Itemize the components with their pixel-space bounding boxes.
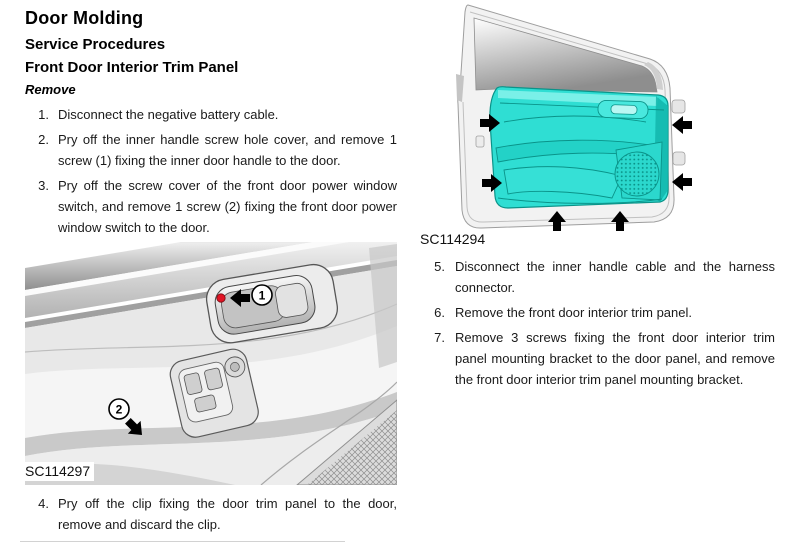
step-3-number: 3. xyxy=(38,178,49,193)
step-2-text: Pry off the inner handle screw hole cove… xyxy=(58,132,397,168)
trim-handle-bezel xyxy=(597,99,649,120)
trim-map-pocket xyxy=(503,166,623,199)
step-3: 3. Pry off the screw cover of the front … xyxy=(25,175,397,238)
trim-panel-highlight xyxy=(489,86,669,209)
step-1-text: Disconnect the negative battery cable. xyxy=(58,107,279,122)
callout-1-badge: 1 xyxy=(251,284,273,306)
step-1: 1. Disconnect the negative battery cable… xyxy=(25,104,397,125)
callout-2-badge: 2 xyxy=(108,398,130,420)
speaker-grille xyxy=(260,381,397,485)
step-5-number: 5. xyxy=(434,259,445,274)
step-6-text: Remove the front door interior trim pane… xyxy=(455,305,692,320)
procedure-heading: Remove xyxy=(25,82,76,97)
step-2: 2. Pry off the inner handle screw hole c… xyxy=(25,129,397,171)
page-title: Door Molding xyxy=(25,8,144,28)
page-bottom-divider xyxy=(20,541,345,542)
step-2-number: 2. xyxy=(38,132,49,147)
door-removal-illustration xyxy=(456,4,692,231)
figure-trim-panel-removal xyxy=(418,2,748,234)
step-5: 5. Disconnect the inner handle cable and… xyxy=(418,256,775,298)
figure-trim-panel-screws: 1 2 SC114297 xyxy=(25,242,397,485)
figure-caption: SC114294 xyxy=(420,230,490,249)
subsection-heading: Front Door Interior Trim Panel xyxy=(25,59,239,76)
screw-1-marker xyxy=(216,293,226,303)
step-7: 7. Remove 3 screws fixing the front door… xyxy=(418,327,775,390)
step-6-number: 6. xyxy=(434,305,445,320)
step-1-number: 1. xyxy=(38,107,49,122)
window-switch-cluster xyxy=(169,348,259,438)
step-4-text: Pry off the clip fixing the door trim pa… xyxy=(58,496,397,532)
step-7-number: 7. xyxy=(434,330,445,345)
left-column: Door Molding Service Procedures Front Do… xyxy=(25,8,397,539)
right-column: 5. Disconnect the inner handle cable and… xyxy=(418,256,775,394)
clip-arrow-right-upper-icon xyxy=(672,116,692,134)
step-3-text: Pry off the screw cover of the front doo… xyxy=(58,178,397,235)
svg-text:1: 1 xyxy=(259,289,266,303)
step-6: 6. Remove the front door interior trim p… xyxy=(418,302,775,323)
clip-arrow-right-lower-icon xyxy=(672,173,692,191)
step-7-text: Remove 3 screws fixing the front door in… xyxy=(455,330,775,387)
svg-text:2: 2 xyxy=(116,403,123,417)
step-5-text: Disconnect the inner handle cable and th… xyxy=(455,259,775,295)
figure-caption: SC114297 xyxy=(25,462,95,481)
step-4-number: 4. xyxy=(38,496,49,511)
step-4: 4. Pry off the clip fixing the door trim… xyxy=(25,493,397,535)
door-trim-panel-illustration: 1 2 xyxy=(25,242,397,485)
section-heading: Service Procedures xyxy=(25,36,166,53)
